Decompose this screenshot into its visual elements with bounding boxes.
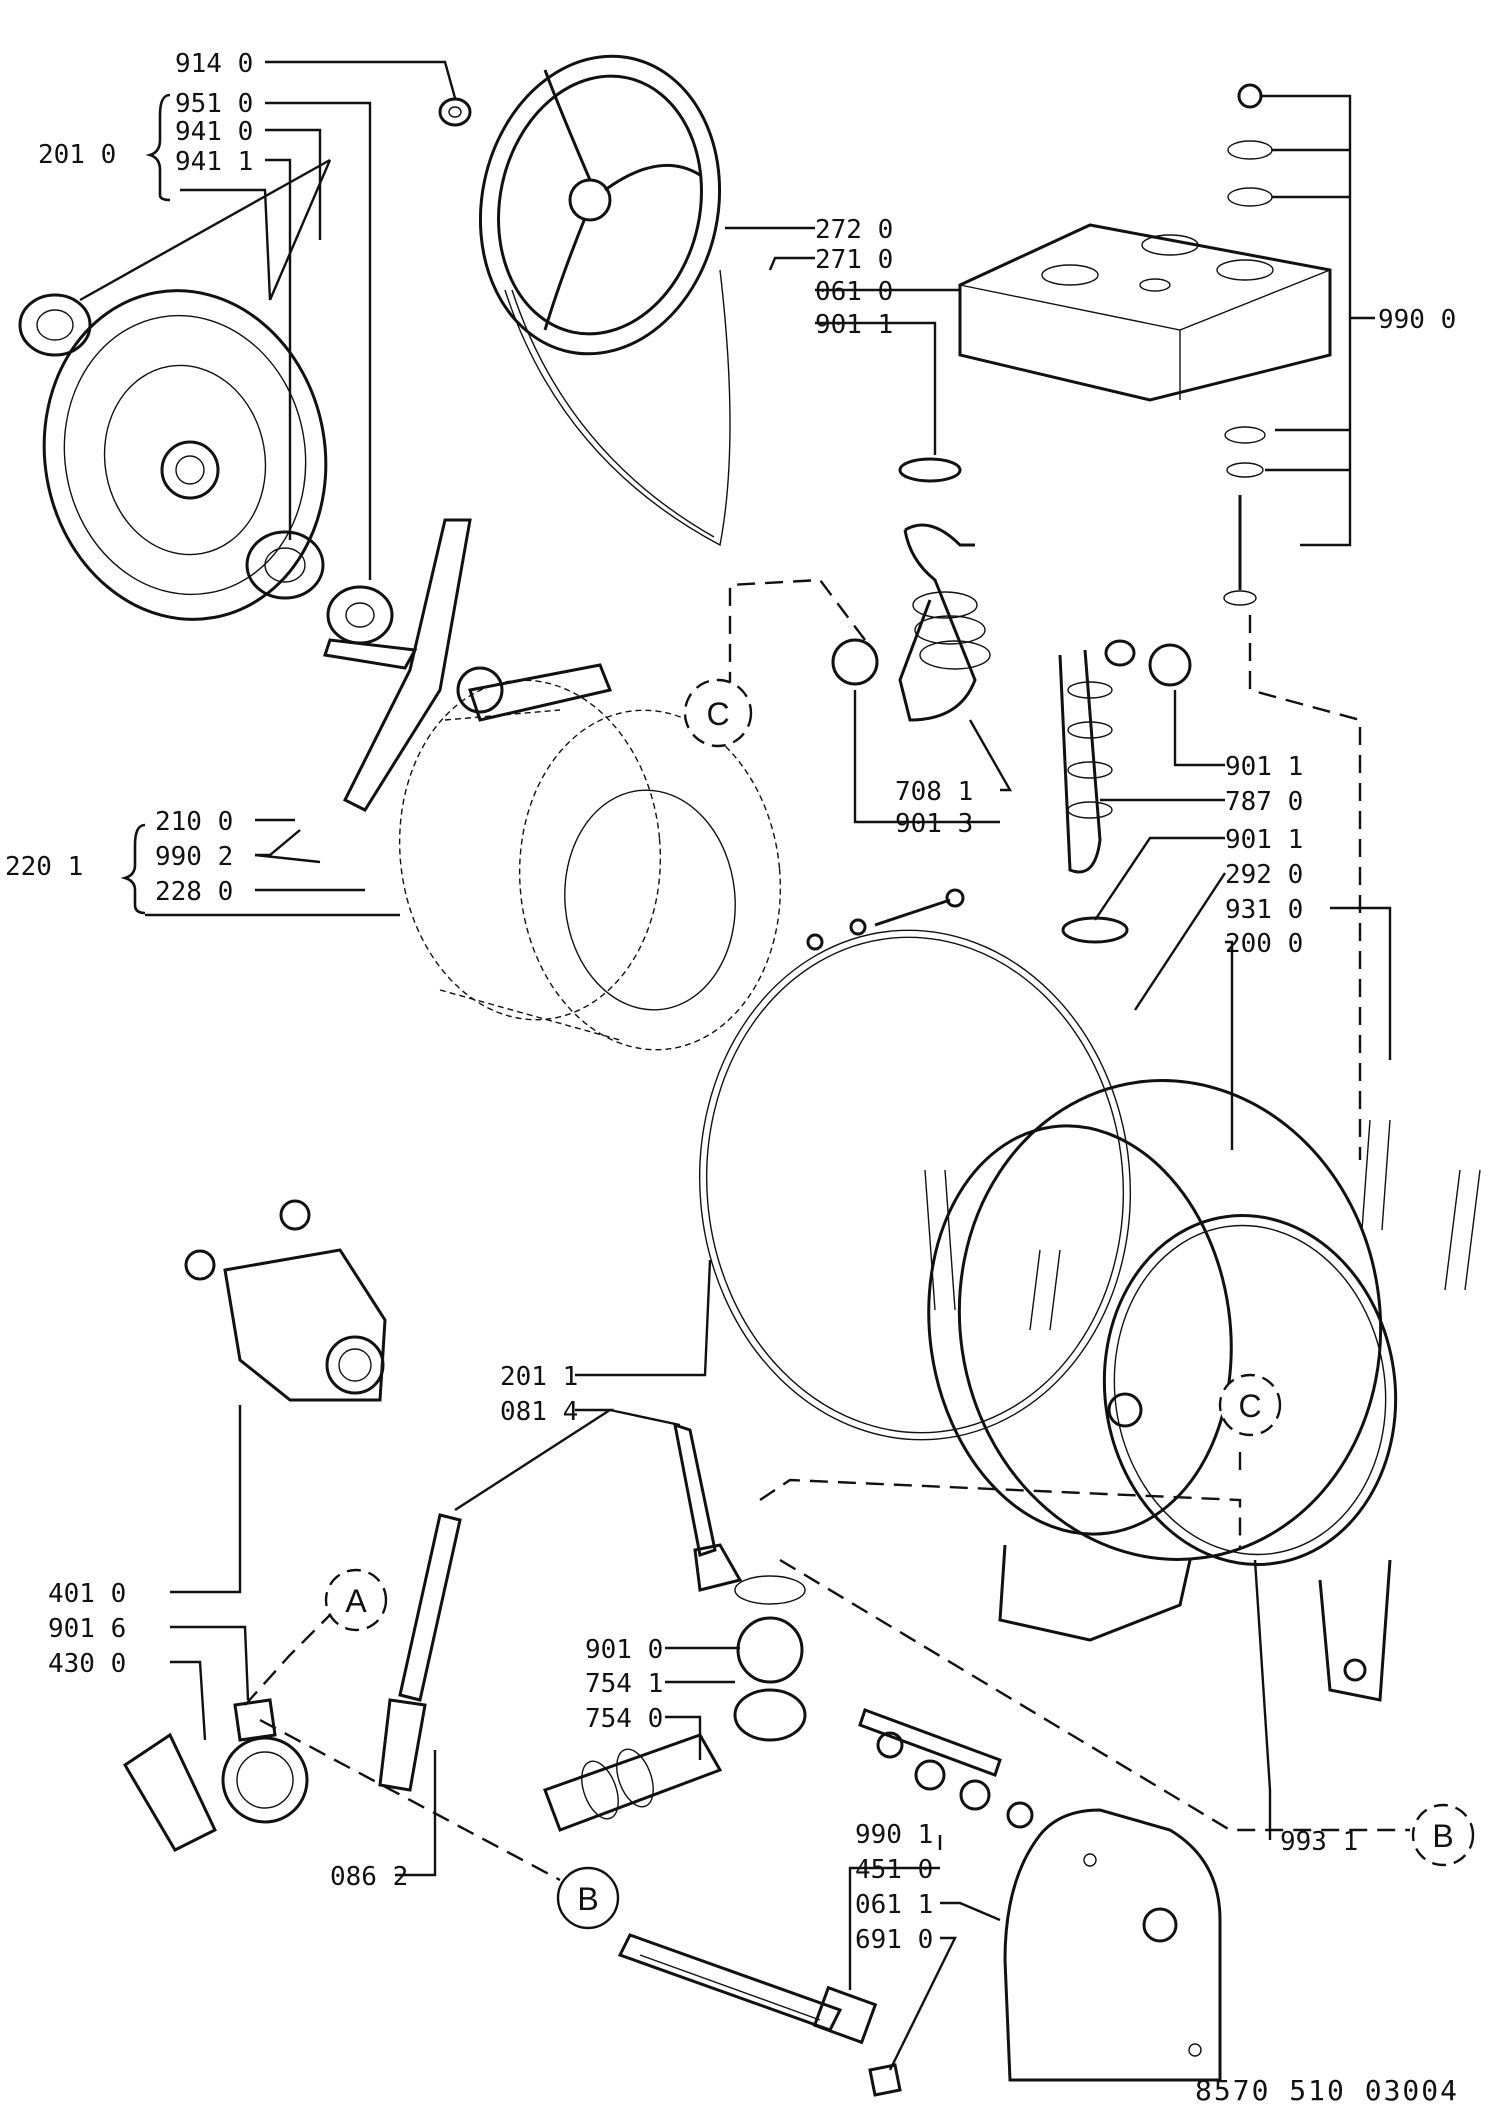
label-691-0: 691 0 <box>855 1925 933 1955</box>
label-086-2: 086 2 <box>330 1862 408 1892</box>
counterweight-front <box>1003 1808 1222 2082</box>
label-901-1-top: 901 1 <box>815 310 893 340</box>
label-901-6: 901 6 <box>48 1614 126 1644</box>
label-430-0: 430 0 <box>48 1649 126 1679</box>
label-901-1-low: 901 1 <box>1225 825 1303 855</box>
drum-spider <box>323 518 613 812</box>
tub-gasket-ring <box>698 929 1132 1441</box>
label-401-0: 401 0 <box>48 1579 126 1609</box>
label-901-3: 901 3 <box>895 809 973 839</box>
rear-tub-assembly <box>42 289 328 621</box>
shock-absorber-right <box>673 1422 743 1592</box>
braces <box>120 93 171 915</box>
callout-a: A <box>324 1568 388 1632</box>
label-201-1: 201 1 <box>500 1362 578 1392</box>
label-993-1: 993 1 <box>1280 1827 1358 1857</box>
callout-c-top-letter: C <box>706 696 729 732</box>
bearing-941-1 <box>245 530 325 600</box>
hose-787 <box>1058 639 1136 874</box>
inner-drum <box>398 679 782 1051</box>
drawing-number: 8570 510 03004 <box>1195 2074 1459 2107</box>
label-061-1: 061 1 <box>855 1890 933 1920</box>
clamp-901-3 <box>831 638 879 686</box>
label-787-0: 787 0 <box>1225 787 1303 817</box>
label-292-0: 292 0 <box>1225 860 1303 890</box>
label-901-0: 901 0 <box>585 1635 663 1665</box>
counterweight-top <box>958 223 1332 402</box>
ntc-sensor-691 <box>868 2063 902 2097</box>
shock-absorber-left <box>378 1513 462 1792</box>
callout-c-tub: C <box>1218 1373 1282 1437</box>
label-061-0: 061 0 <box>815 277 893 307</box>
drain-pump <box>122 1698 309 1852</box>
callout-b-bottom: B <box>556 1866 620 1930</box>
label-941-1: 941 1 <box>175 147 253 177</box>
leader-lines <box>79 60 1392 2071</box>
pump-housing <box>184 1199 387 1402</box>
shaft-bolt <box>806 888 965 951</box>
label-901-1-mid: 901 1 <box>1225 752 1303 782</box>
label-210-0: 210 0 <box>155 807 233 837</box>
label-201-0: 201 0 <box>38 140 116 170</box>
label-271-0: 271 0 <box>815 245 893 275</box>
label-708-1: 708 1 <box>895 777 973 807</box>
heater-fixing-parts <box>858 1708 1034 1829</box>
label-754-0: 754 0 <box>585 1704 663 1734</box>
label-451-0: 451 0 <box>855 1855 933 1885</box>
label-220-1: 220 1 <box>5 852 83 882</box>
bearing-941-0 <box>18 293 92 357</box>
clamp-901-top <box>898 457 962 483</box>
label-990-1: 990 1 <box>855 1820 933 1850</box>
label-990-0: 990 0 <box>1378 305 1456 335</box>
callout-b-tub: B <box>1411 1803 1475 1867</box>
callout-b-bottom-letter: B <box>577 1881 598 1917</box>
drive-belt <box>504 269 731 547</box>
callout-c-tub-letter: C <box>1238 1388 1261 1424</box>
clamp-901-787 <box>1061 643 1192 944</box>
nut-914 <box>438 97 472 127</box>
sump-hose <box>543 1575 807 1832</box>
label-931-0: 931 0 <box>1225 895 1303 925</box>
callout-c-top: C <box>683 678 753 748</box>
label-914-0: 914 0 <box>175 49 253 79</box>
heating-element <box>617 1933 878 2045</box>
label-200-0: 200 0 <box>1225 929 1303 959</box>
seal-951 <box>326 585 394 645</box>
label-941-0: 941 0 <box>175 117 253 147</box>
washers-990 <box>1223 83 1273 606</box>
label-272-0: 272 0 <box>815 215 893 245</box>
label-951-0: 951 0 <box>175 89 253 119</box>
suspension-springs <box>924 1119 1481 1331</box>
part-labels: 914 0 951 0 941 0 941 1 201 0 272 0 271 … <box>5 49 1456 1955</box>
label-754-1: 754 1 <box>585 1669 663 1699</box>
label-081-4: 081 4 <box>500 1397 578 1427</box>
label-990-2: 990 2 <box>155 842 233 872</box>
callout-a-letter: A <box>345 1583 367 1619</box>
label-228-0: 228 0 <box>155 877 233 907</box>
dashed-connectors <box>244 578 1410 1882</box>
outer-tub <box>927 1079 1398 1702</box>
drum-pulley <box>478 54 722 356</box>
hose-708 <box>898 523 991 722</box>
callout-b-tub-letter: B <box>1432 1818 1453 1854</box>
